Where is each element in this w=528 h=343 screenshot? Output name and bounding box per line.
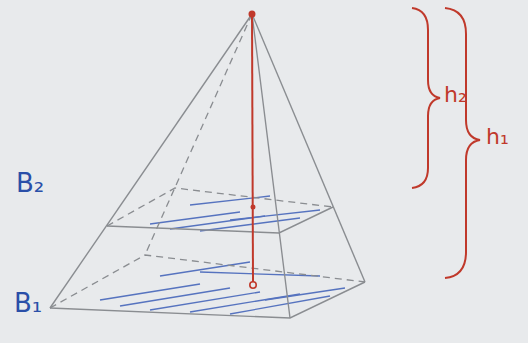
area-label: B₁ [14,290,42,316]
area-label: B₂ [16,170,44,196]
height-label: h₂ [444,84,467,106]
height-label: h₁ [486,126,509,148]
